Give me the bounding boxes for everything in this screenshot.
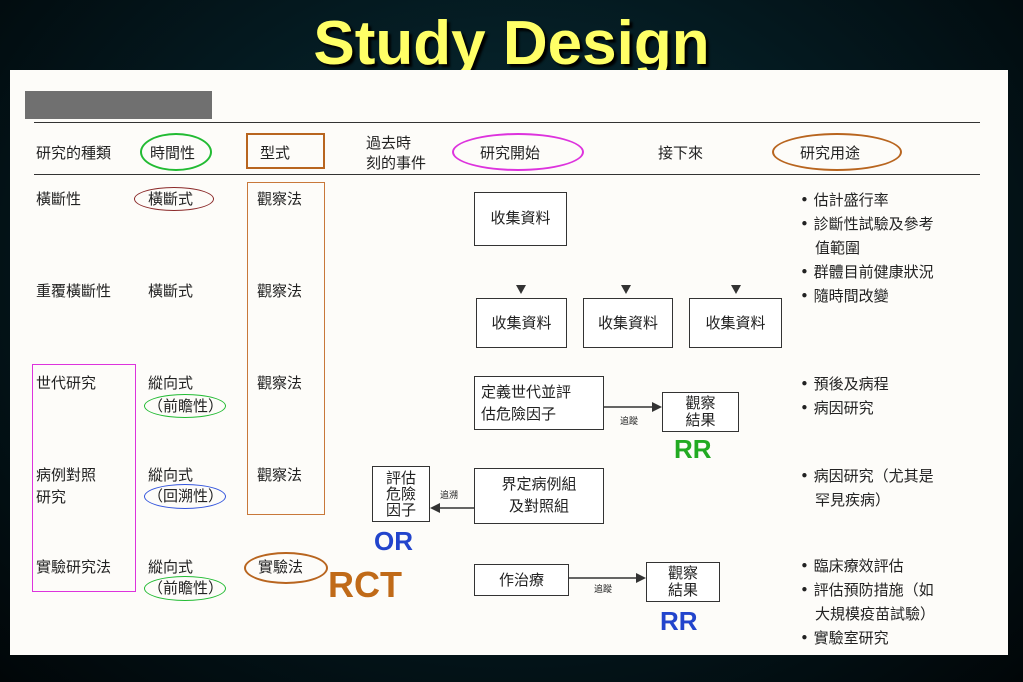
uses-group-1: • 估計盛行率 • 診斷性試驗及參考 值範圍 • 群體目前健康狀況 • 隨時間改… bbox=[800, 188, 934, 308]
row-cc-form: 觀察法 bbox=[257, 466, 303, 484]
exp-prospective-oval bbox=[144, 576, 226, 601]
exp-form-oval bbox=[244, 552, 328, 584]
row-cohort-time1: 縱向式 bbox=[148, 374, 194, 392]
cross-time-oval bbox=[134, 187, 214, 211]
form-header-box bbox=[246, 133, 325, 169]
row-exp-type: 實驗研究法 bbox=[36, 558, 112, 576]
case-control-box: 界定病例組 及對照組 bbox=[474, 468, 604, 524]
use-1-4: • 群體目前健康狀況 bbox=[800, 263, 934, 281]
cc-trace-head bbox=[430, 503, 440, 513]
header-form: 型式 bbox=[260, 144, 291, 162]
header-rule bbox=[34, 174, 980, 175]
cc-retrospective-oval bbox=[144, 484, 226, 509]
rct-label: RCT bbox=[328, 564, 402, 605]
row-cross-time: 橫斷式 bbox=[148, 190, 194, 208]
use-3-1: • 病因研究（尤其是 bbox=[800, 467, 934, 485]
cohort-result-line1: 觀察 bbox=[685, 394, 716, 412]
use-4-1: • 臨床療效評估 bbox=[800, 557, 904, 575]
down-arrow-1 bbox=[516, 285, 526, 294]
down-arrow-3 bbox=[731, 285, 741, 294]
row-cohort-form: 觀察法 bbox=[257, 374, 303, 392]
row-cc-type-line2: 研究 bbox=[36, 488, 67, 506]
header-past-line1: 過去時 bbox=[366, 134, 412, 152]
collect-data-box-1: 收集資料 bbox=[476, 298, 567, 348]
header-start: 研究開始 bbox=[480, 144, 541, 162]
form-column-outline bbox=[247, 182, 325, 515]
uses-group-4: • 臨床療效評估 • 評估預防措施（如 大規模疫苗試驗） • 實驗室研究 bbox=[800, 554, 935, 650]
collect-data-box: 收集資料 bbox=[474, 192, 567, 246]
exp-rr-label: RR bbox=[660, 606, 698, 636]
row-repeat-time: 橫斷式 bbox=[148, 282, 194, 300]
row-repeat-type: 重覆橫斷性 bbox=[36, 282, 112, 300]
collect-data-box-2: 收集資料 bbox=[583, 298, 673, 348]
use-4-3: 大規模疫苗試驗） bbox=[800, 605, 936, 623]
row-exp-time2: （前瞻性） bbox=[148, 579, 224, 597]
time-header-circle bbox=[140, 133, 212, 171]
exp-result-line1: 觀察 bbox=[667, 564, 698, 582]
row-cc-type-line1: 病例對照 bbox=[36, 466, 97, 484]
header-next: 接下來 bbox=[658, 144, 704, 162]
longitudinal-types-outline bbox=[32, 364, 136, 592]
cc-box-line2: 及對照組 bbox=[508, 497, 569, 515]
use-1-1: • 估計盛行率 bbox=[800, 191, 889, 209]
row-exp-time1: 縱向式 bbox=[148, 558, 194, 576]
row-repeat-form: 觀察法 bbox=[257, 282, 303, 300]
start-header-oval bbox=[452, 133, 584, 171]
cohort-result-box: 觀察 結果 bbox=[662, 392, 739, 432]
row-cc-time2: （回溯性） bbox=[148, 487, 224, 505]
collect-data-box-3: 收集資料 bbox=[689, 298, 782, 348]
row-cc-time1: 縱向式 bbox=[148, 466, 194, 484]
cohort-follow-label: 追蹤 bbox=[620, 417, 639, 427]
risk-line3: 因子 bbox=[385, 501, 416, 519]
slide-title: Study Design bbox=[313, 9, 710, 78]
exp-result-line2: 結果 bbox=[667, 581, 698, 599]
use-1-2: • 診斷性試驗及參考 bbox=[800, 215, 934, 233]
cohort-rr-label: RR bbox=[674, 434, 712, 464]
header-bar bbox=[25, 91, 212, 119]
use-2-1: • 預後及病程 bbox=[800, 375, 889, 393]
define-cohort-line2: 估危險因子 bbox=[481, 405, 557, 423]
header-time: 時間性 bbox=[150, 144, 196, 162]
cohort-follow-head bbox=[652, 402, 662, 412]
cohort-prospective-oval bbox=[144, 394, 226, 418]
cc-trace-label: 追溯 bbox=[440, 491, 459, 501]
cc-or-label: OR bbox=[374, 526, 413, 556]
use-header-oval bbox=[772, 133, 902, 171]
study-design-table: 研究的種類 時間性 型式 過去時 刻的事件 研究開始 接下來 研究用途 橫斷性 … bbox=[10, 70, 1008, 655]
header-type: 研究的種類 bbox=[36, 144, 112, 162]
use-4-4: • 實驗室研究 bbox=[800, 629, 889, 647]
uses-group-2: • 預後及病程 • 病因研究 bbox=[800, 372, 889, 420]
treatment-box: 作治療 bbox=[474, 564, 569, 596]
use-1-3: 值範圍 bbox=[800, 239, 861, 257]
row-exp-form: 實驗法 bbox=[258, 558, 304, 576]
risk-line1: 評估 bbox=[385, 469, 416, 487]
row-cohort-time2: （前瞻性） bbox=[148, 397, 224, 415]
use-2-2: • 病因研究 bbox=[800, 399, 874, 417]
risk-factor-box: 評估 危險 因子 bbox=[372, 466, 430, 522]
use-1-5: • 隨時間改變 bbox=[800, 287, 889, 305]
header-past-line2: 刻的事件 bbox=[366, 154, 427, 172]
uses-group-3: • 病因研究（尤其是 罕見疾病） bbox=[800, 464, 934, 512]
use-3-2: 罕見疾病） bbox=[800, 491, 891, 509]
use-4-2: • 評估預防措施（如 bbox=[800, 581, 934, 599]
exp-follow-head bbox=[636, 573, 646, 583]
row-cross-type: 橫斷性 bbox=[36, 190, 82, 208]
define-cohort-box: 定義世代並評 估危險因子 bbox=[474, 376, 604, 430]
cohort-result-line2: 結果 bbox=[685, 411, 716, 429]
flow-arrows bbox=[430, 285, 741, 583]
exp-result-box: 觀察 結果 bbox=[646, 562, 720, 602]
down-arrow-2 bbox=[621, 285, 631, 294]
exp-follow-label: 追蹤 bbox=[594, 585, 613, 595]
header-use: 研究用途 bbox=[800, 144, 861, 162]
define-cohort-line1: 定義世代並評 bbox=[481, 383, 572, 401]
row-cross-form: 觀察法 bbox=[257, 190, 303, 208]
row-cohort-type: 世代研究 bbox=[36, 374, 97, 392]
top-rule bbox=[34, 122, 980, 123]
risk-line2: 危險 bbox=[385, 485, 416, 503]
cc-box-line1: 界定病例組 bbox=[501, 475, 577, 493]
